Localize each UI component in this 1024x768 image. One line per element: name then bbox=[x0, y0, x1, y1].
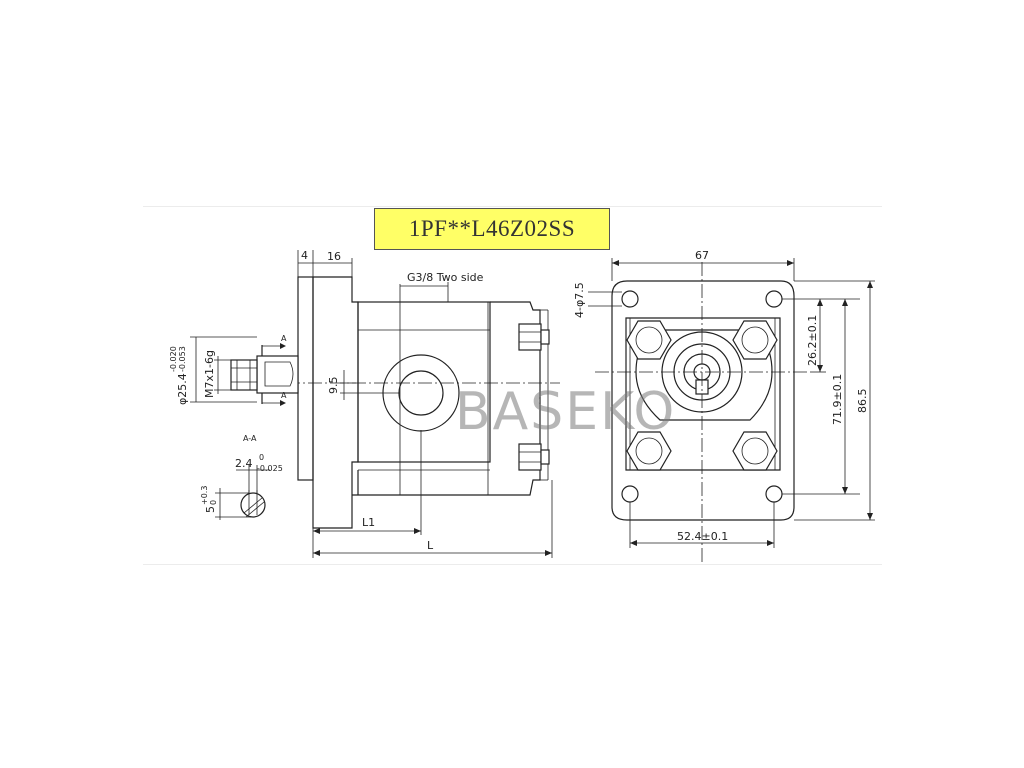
mount-hole-br bbox=[765, 485, 783, 503]
dim-width: 67 bbox=[695, 249, 709, 262]
svg-text:φ25.4: φ25.4 bbox=[176, 373, 189, 405]
port-inner bbox=[398, 370, 444, 416]
svg-text:+0.3: +0.3 bbox=[200, 486, 209, 505]
front-view: 67 4-φ7.5 26.2±0.1 71.9±0.1 86.5 52.4±0.… bbox=[573, 249, 875, 565]
dim-l1: L1 bbox=[362, 516, 375, 529]
shaft-nut bbox=[230, 359, 258, 391]
watermark: BASEKO bbox=[455, 382, 676, 442]
dim-pilot-length: 16 bbox=[327, 250, 341, 263]
svg-text:0: 0 bbox=[259, 453, 264, 462]
dim-flange-thickness: 4 bbox=[301, 249, 308, 262]
body-outline bbox=[625, 317, 781, 471]
front-cover bbox=[312, 276, 359, 529]
svg-text:0: 0 bbox=[209, 500, 218, 505]
mounting-flange bbox=[297, 276, 314, 481]
key-height-dim: 5 +0.3 0 bbox=[200, 486, 218, 513]
dim-height: 86.5 bbox=[856, 389, 869, 414]
dim-hole-spacing-h: 52.4±0.1 bbox=[677, 530, 728, 543]
shaft-diameter-dim: φ25.4 -0.020 -0.053 bbox=[169, 346, 189, 405]
holes-spec: 4-φ7.5 bbox=[573, 282, 586, 318]
rear-cover bbox=[490, 301, 541, 496]
section-title: A-A bbox=[243, 434, 257, 443]
drive-shaft bbox=[256, 355, 299, 394]
dim-port-offset: 9.5 bbox=[327, 377, 340, 395]
bolt-head-bottom bbox=[518, 443, 550, 471]
section-mark-top: A bbox=[281, 334, 287, 343]
dim-center-to-top: 26.2±0.1 bbox=[806, 315, 819, 366]
hex-bolt-tr bbox=[732, 320, 778, 360]
svg-text:-0.025: -0.025 bbox=[257, 464, 283, 473]
dim-l: L bbox=[427, 539, 434, 552]
port-thread-label: G3/8 Two side bbox=[407, 271, 484, 284]
side-view: A A 4 16 G3/8 Two side 9.5 L1 L bbox=[169, 249, 560, 558]
svg-text:-0.020: -0.020 bbox=[169, 346, 178, 372]
svg-text:-0.053: -0.053 bbox=[178, 346, 187, 372]
pump-body bbox=[357, 301, 491, 463]
dim-hole-spacing-v: 71.9±0.1 bbox=[831, 374, 844, 425]
hex-bolt-br bbox=[732, 431, 778, 471]
shaft-thread-dim: M7x1-6g bbox=[203, 350, 216, 398]
model-title: 1PF**L46Z02SS bbox=[374, 208, 610, 250]
section-mark-bottom: A bbox=[281, 391, 287, 400]
mount-hole-tr bbox=[765, 290, 783, 308]
section-view: A-A 2.4 0 -0.025 5 +0.3 0 bbox=[200, 434, 283, 520]
flange-outline bbox=[611, 280, 795, 521]
hex-bolt-bl bbox=[626, 431, 672, 471]
bolt-head-top bbox=[518, 323, 550, 351]
mount-hole-bl bbox=[621, 485, 639, 503]
hex-bolt-tl bbox=[626, 320, 672, 360]
key-width-dim: 2.4 0 -0.025 bbox=[235, 453, 283, 473]
svg-text:2.4: 2.4 bbox=[235, 457, 253, 470]
svg-text:5: 5 bbox=[204, 506, 217, 513]
mount-hole-tl bbox=[621, 290, 639, 308]
